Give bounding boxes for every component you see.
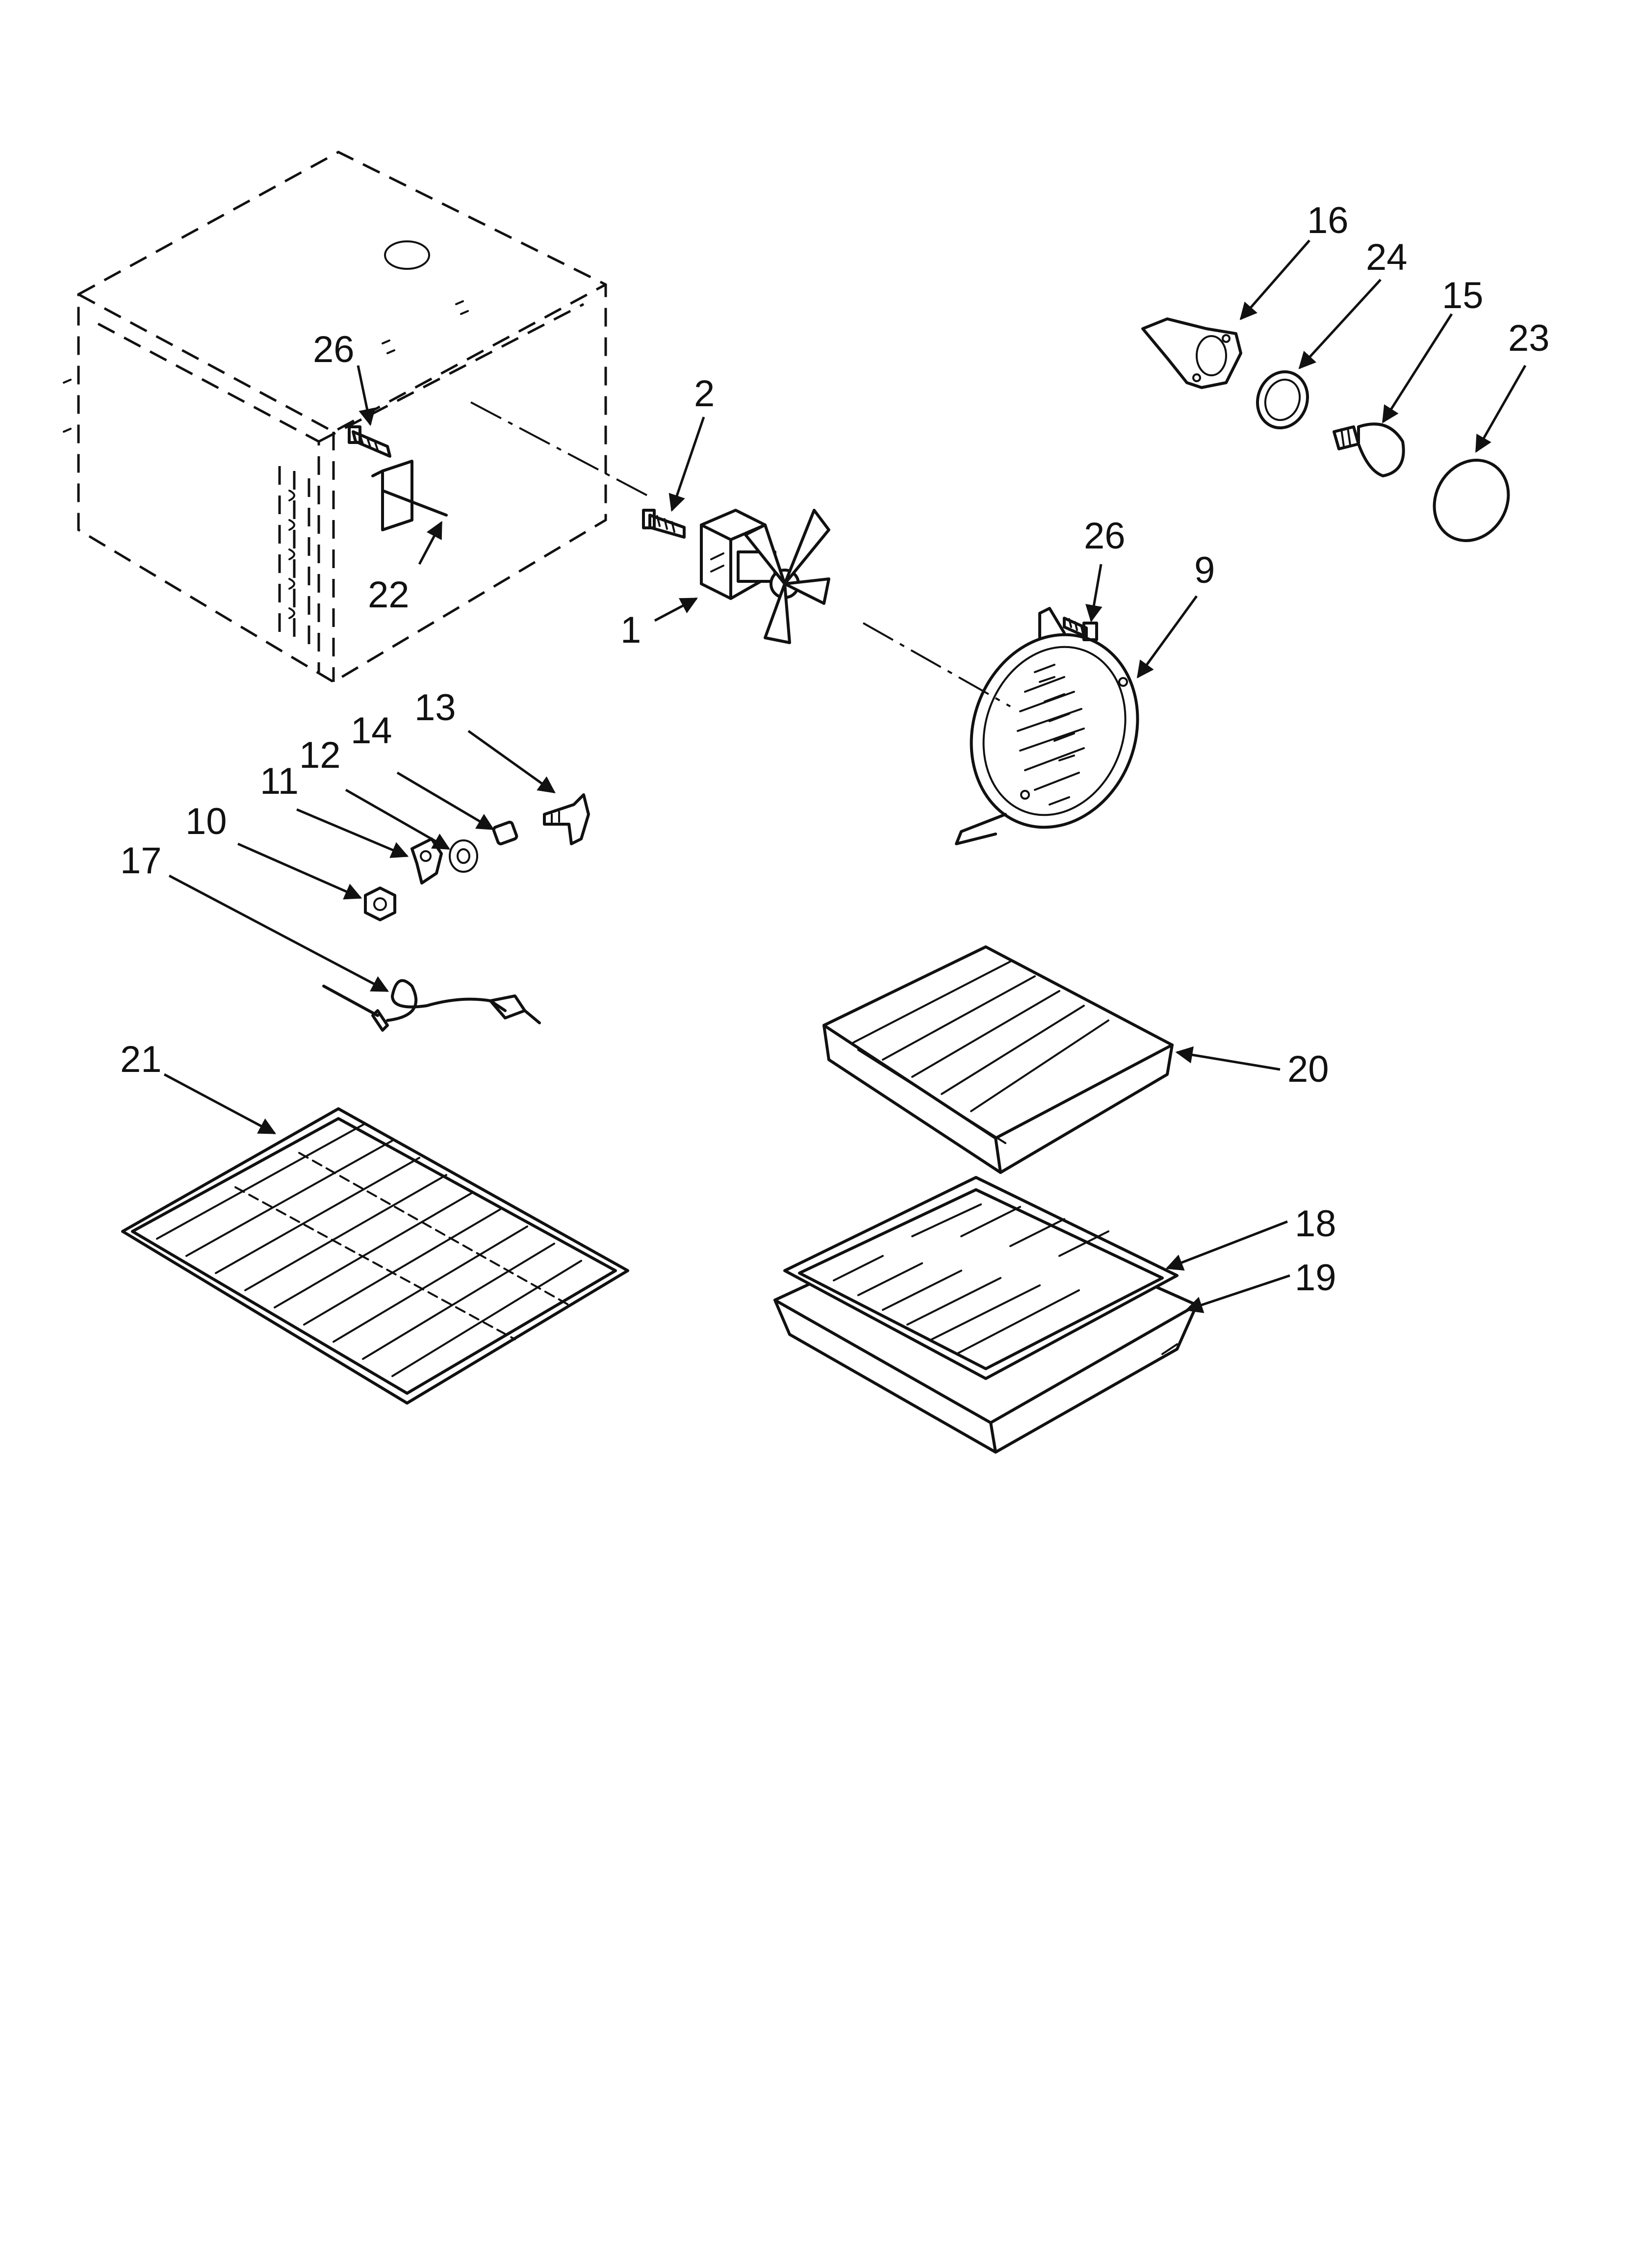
- screw-part-2: [642, 509, 686, 539]
- broiler-insert-part-20: [822, 945, 1174, 1174]
- oven-rack-part-21: [121, 1107, 629, 1405]
- callout-1: 1: [620, 609, 641, 651]
- oven-cavity-outline: [63, 151, 607, 683]
- gasket-part-24: [1256, 370, 1309, 430]
- fan-cover-part-9: [955, 607, 1139, 845]
- cover-centerline: [863, 622, 1011, 707]
- callout-22: 22: [368, 574, 410, 616]
- callout-20: 20: [1287, 1048, 1329, 1090]
- washer-part-12: [449, 839, 478, 873]
- light-bulb-part-15: [1333, 422, 1405, 477]
- callout-26-right: 26: [1084, 515, 1126, 557]
- callout-12: 12: [299, 734, 341, 776]
- leader-lines: [163, 239, 1527, 1313]
- callout-15: 15: [1442, 275, 1484, 316]
- broiler-grid-part-18: [783, 1176, 1179, 1380]
- callout-16: 16: [1307, 200, 1349, 241]
- callout-11: 11: [260, 760, 299, 802]
- light-socket-part-16: [1141, 317, 1242, 389]
- bracket-part-22: [371, 460, 448, 531]
- callout-21: 21: [120, 1039, 162, 1080]
- bracket-part-13: [543, 793, 590, 845]
- spacer-part-14: [492, 820, 518, 846]
- screw-part-26-left: [348, 425, 391, 458]
- callout-19: 19: [1295, 1257, 1336, 1299]
- screw-part-26-right: [1063, 617, 1098, 641]
- callout-18: 18: [1295, 1203, 1336, 1245]
- callout-10: 10: [185, 801, 227, 842]
- meat-probe-part-17: [322, 979, 541, 1032]
- callout-24: 24: [1366, 236, 1408, 278]
- lens-part-23: [1433, 459, 1510, 542]
- callout-17: 17: [120, 840, 162, 882]
- clip-part-11: [410, 837, 443, 885]
- callout-23: 23: [1508, 317, 1550, 359]
- callout-2: 2: [694, 373, 715, 415]
- callout-14: 14: [351, 710, 392, 752]
- fan-motor-part-1: [700, 509, 830, 644]
- callout-26-left: 26: [313, 329, 355, 370]
- fan-centerline: [470, 401, 648, 496]
- callout-13: 13: [414, 687, 456, 729]
- nut-part-10: [364, 886, 396, 921]
- callout-9: 9: [1194, 549, 1215, 591]
